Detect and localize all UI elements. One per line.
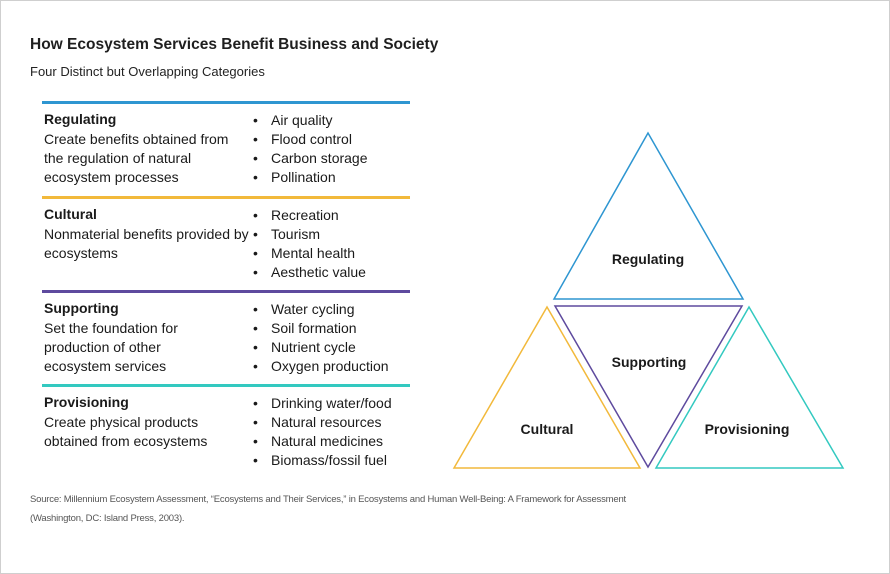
example-item: Recreation bbox=[253, 206, 366, 225]
provisioning-triangle bbox=[654, 305, 845, 469]
example-item: Soil formation bbox=[253, 319, 389, 338]
category-regulating: Regulating Create benefits obtained from… bbox=[42, 101, 410, 198]
example-item: Nutrient cycle bbox=[253, 338, 389, 357]
figure-title: How Ecosystem Services Benefit Business … bbox=[30, 36, 439, 53]
example-item: Biomass/fossil fuel bbox=[253, 451, 392, 470]
example-item: Drinking water/food bbox=[253, 394, 392, 413]
example-item: Air quality bbox=[253, 111, 368, 130]
category-description: Create physical products obtained from e… bbox=[44, 414, 208, 449]
category-name: Supporting bbox=[44, 300, 119, 316]
figure-subtitle: Four Distinct but Overlapping Categories bbox=[30, 64, 265, 79]
example-item: Mental health bbox=[253, 244, 366, 263]
source-note: Source: Millennium Ecosystem Assessment,… bbox=[30, 494, 626, 524]
category-name: Cultural bbox=[44, 206, 97, 222]
example-item: Pollination bbox=[253, 168, 368, 187]
regulating-label: Regulating bbox=[612, 251, 684, 267]
supporting-label: Supporting bbox=[612, 354, 687, 370]
category-description: Nonmaterial benefits provided by ecosyst… bbox=[44, 226, 249, 261]
regulating-triangle bbox=[552, 131, 745, 300]
example-item: Flood control bbox=[253, 130, 368, 149]
cultural-label: Cultural bbox=[521, 421, 574, 437]
supporting-triangle bbox=[553, 305, 744, 469]
example-item: Aesthetic value bbox=[253, 263, 366, 282]
category-name: Regulating bbox=[44, 111, 117, 127]
category-examples: Water cycling Soil formation Nutrient cy… bbox=[253, 300, 389, 376]
example-item: Natural resources bbox=[253, 413, 392, 432]
example-item: Oxygen production bbox=[253, 357, 389, 376]
cultural-triangle bbox=[452, 305, 642, 469]
category-provisioning: Provisioning Create physical products ob… bbox=[42, 384, 410, 477]
category-cultural: Cultural Nonmaterial benefits provided b… bbox=[42, 196, 410, 293]
example-item: Tourism bbox=[253, 225, 366, 244]
category-examples: Recreation Tourism Mental health Aesthet… bbox=[253, 206, 366, 282]
category-supporting: Supporting Set the foundation for produc… bbox=[42, 290, 410, 387]
category-examples: Air quality Flood control Carbon storage… bbox=[253, 111, 368, 187]
category-name: Provisioning bbox=[44, 394, 129, 410]
category-description: Create benefits obtained from the regula… bbox=[44, 131, 229, 185]
example-item: Carbon storage bbox=[253, 149, 368, 168]
category-description: Set the foundation for production of oth… bbox=[44, 320, 178, 374]
category-examples: Drinking water/food Natural resources Na… bbox=[253, 394, 392, 470]
ecosystem-triangle-diagram: Regulating Supporting Cultural Provision… bbox=[452, 131, 845, 469]
provisioning-label: Provisioning bbox=[705, 421, 790, 437]
example-item: Natural medicines bbox=[253, 432, 392, 451]
example-item: Water cycling bbox=[253, 300, 389, 319]
